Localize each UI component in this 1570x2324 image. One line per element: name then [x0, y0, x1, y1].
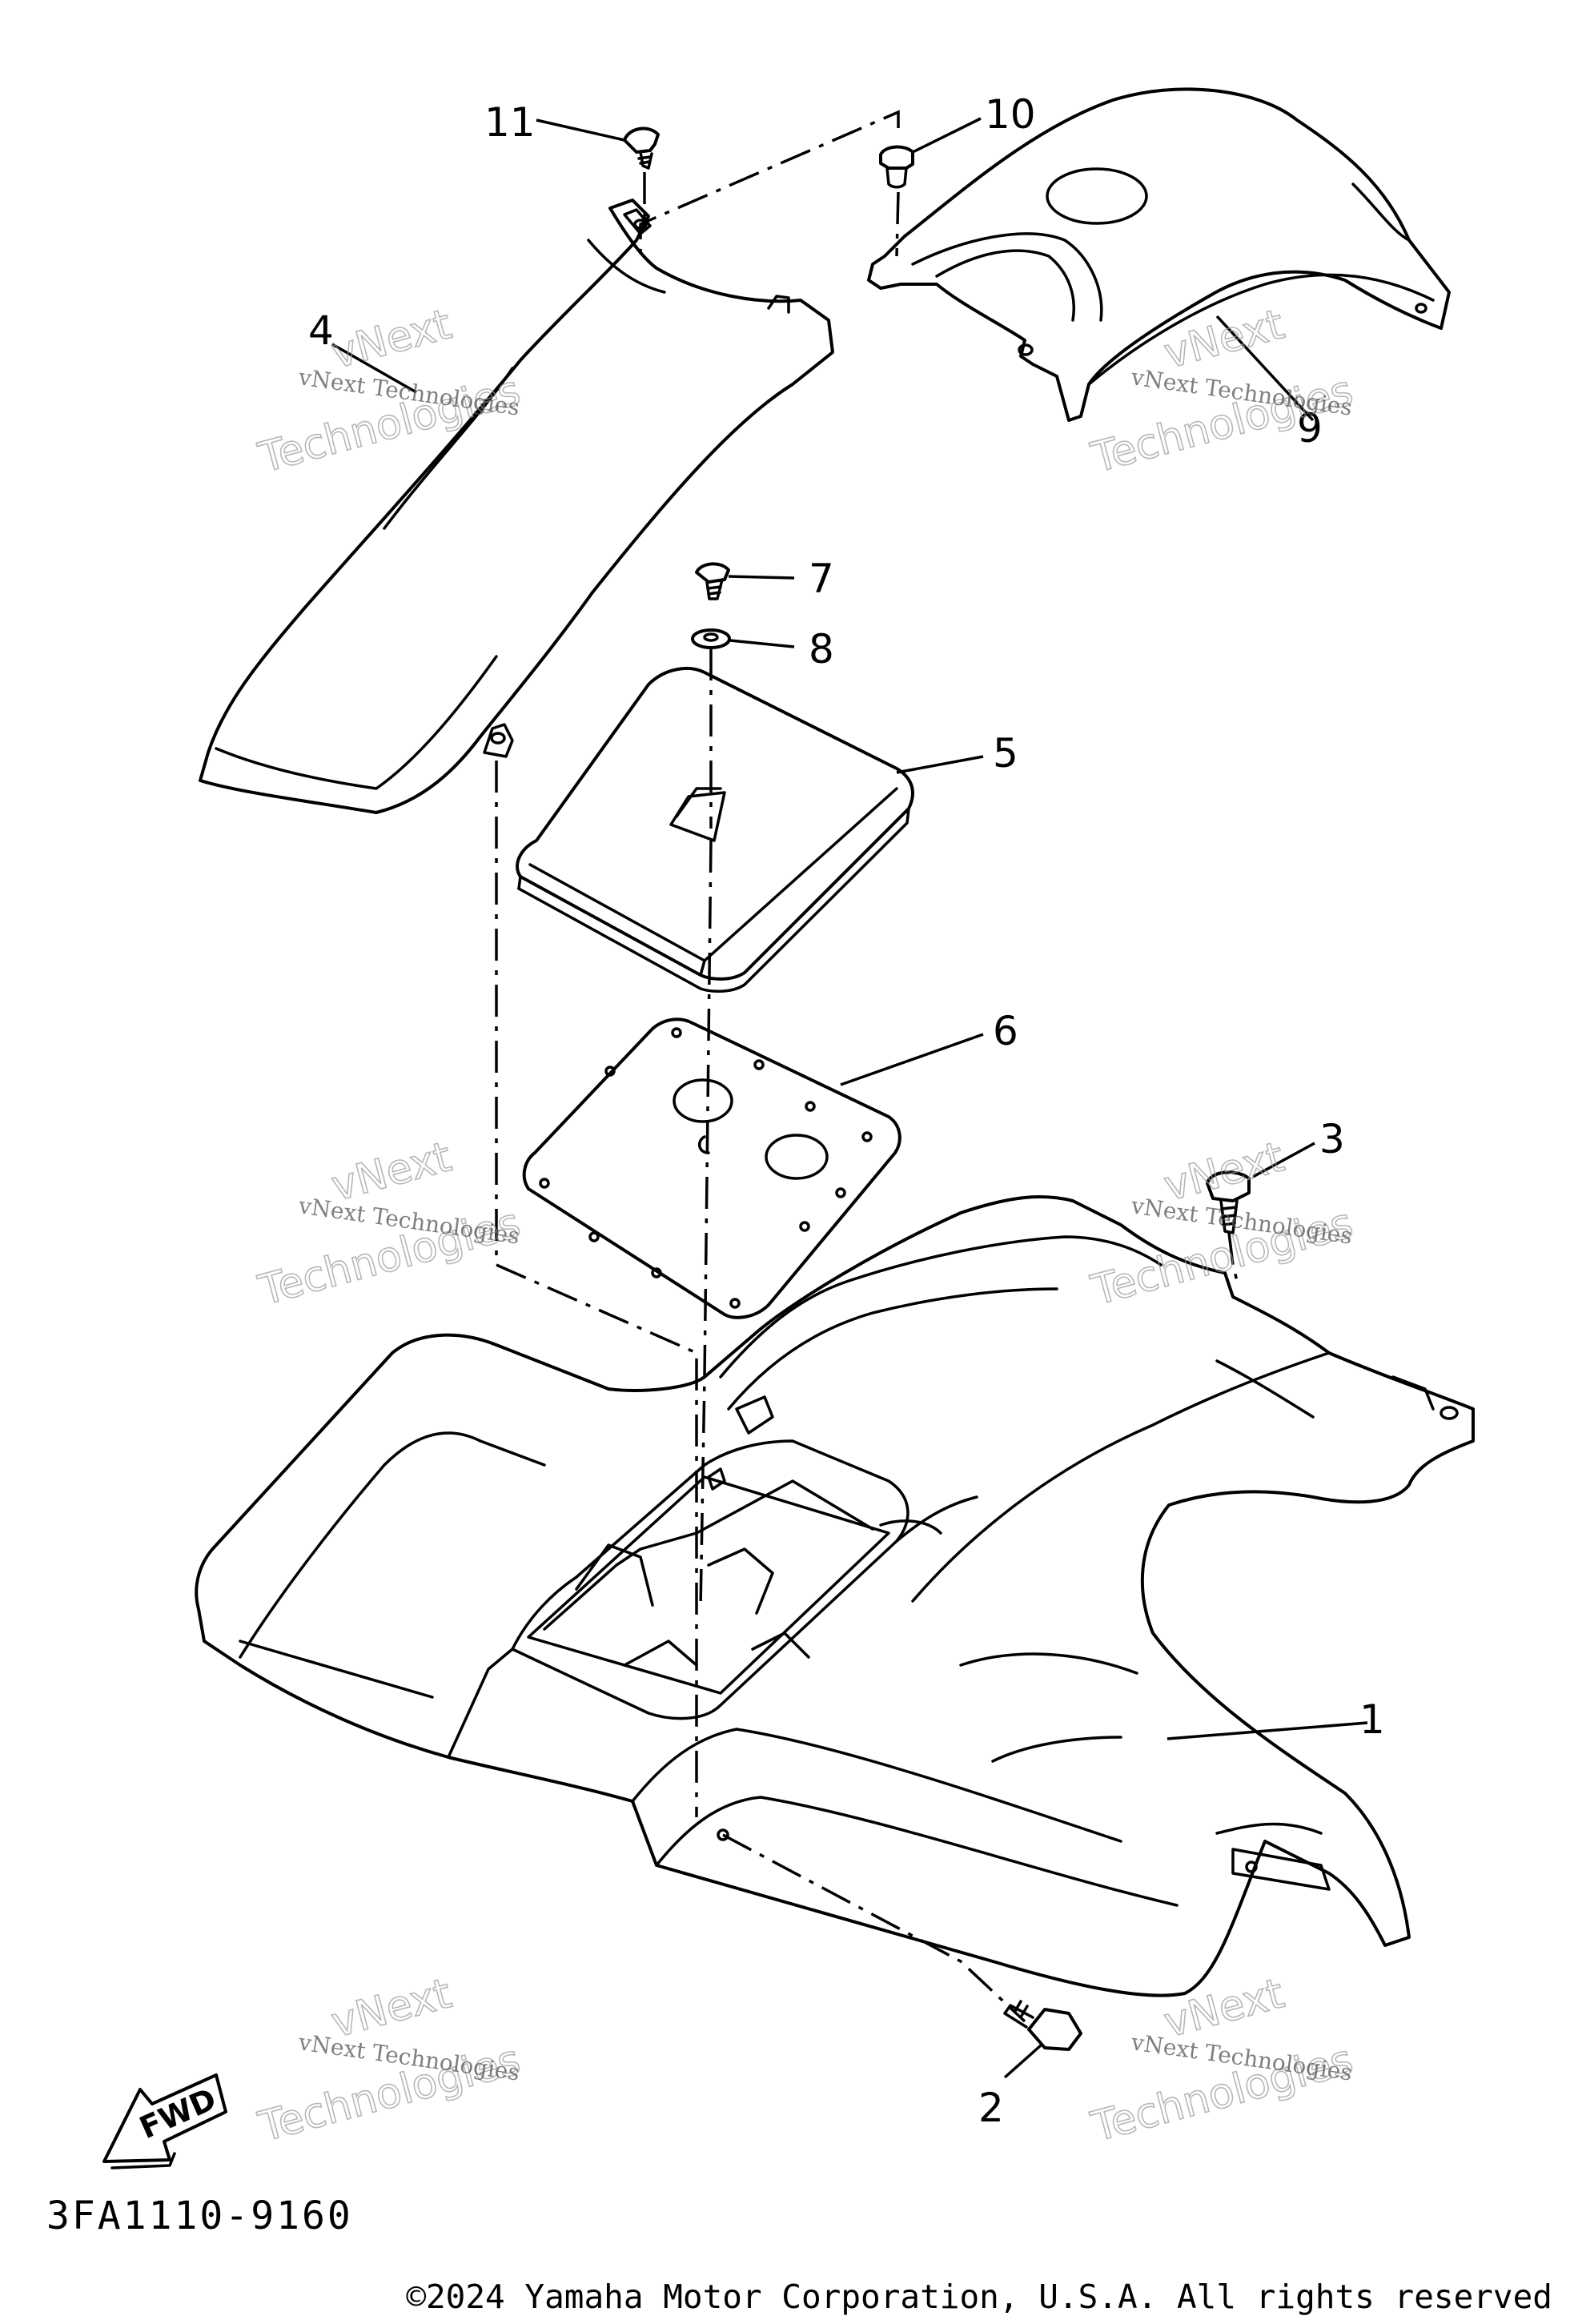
callout-2: 2: [978, 2085, 1004, 2131]
callout-labels: 11 10 4 9 7 8 5 6 3 1 2: [308, 91, 1385, 2131]
screw-7-icon: [695, 562, 730, 600]
callout-5: 5: [993, 730, 1018, 777]
bolt-2-icon: [1003, 2000, 1082, 2051]
callout-7: 7: [809, 556, 834, 602]
callout-3: 3: [1319, 1116, 1345, 1162]
part-5-box-cover: [516, 667, 914, 993]
watermark-vnext-large: vNext: [327, 300, 456, 378]
fwd-arrow-icon: FWD: [102, 2073, 227, 2169]
grommet-10-icon: [879, 145, 914, 189]
assembly-lines: [495, 110, 1239, 2023]
callout-10: 10: [985, 91, 1036, 138]
part-9-cover: [867, 87, 1451, 422]
part-1-rear-fender: [195, 1195, 1475, 1997]
leader-lines: [331, 117, 1368, 2079]
part-4-rear-flap: [199, 199, 834, 814]
watermark-bottom-right: vNext Technologies vNext Technologies: [1086, 1969, 1359, 2152]
diagram-code: 3FA1110-9160: [46, 2194, 353, 2238]
callout-1: 1: [1359, 1696, 1385, 1743]
callout-4: 4: [308, 307, 334, 354]
bolt-11-icon: [623, 126, 660, 170]
callout-8: 8: [809, 626, 834, 672]
callout-11: 11: [484, 99, 536, 146]
copyright-notice: ©2024 Yamaha Motor Corporation, U.S.A. A…: [406, 2278, 1552, 2316]
callout-6: 6: [993, 1008, 1018, 1054]
watermark-bottom-left: vNext Technologies vNext Technologies: [253, 1969, 526, 2152]
callout-9: 9: [1297, 405, 1323, 452]
washer-8-icon: [691, 628, 731, 649]
bolt-3-icon: [1206, 1170, 1251, 1234]
part-6-gasket: [522, 1018, 901, 1319]
watermark-mid-left: vNext Technologies vNext Technologies: [253, 1132, 526, 1315]
